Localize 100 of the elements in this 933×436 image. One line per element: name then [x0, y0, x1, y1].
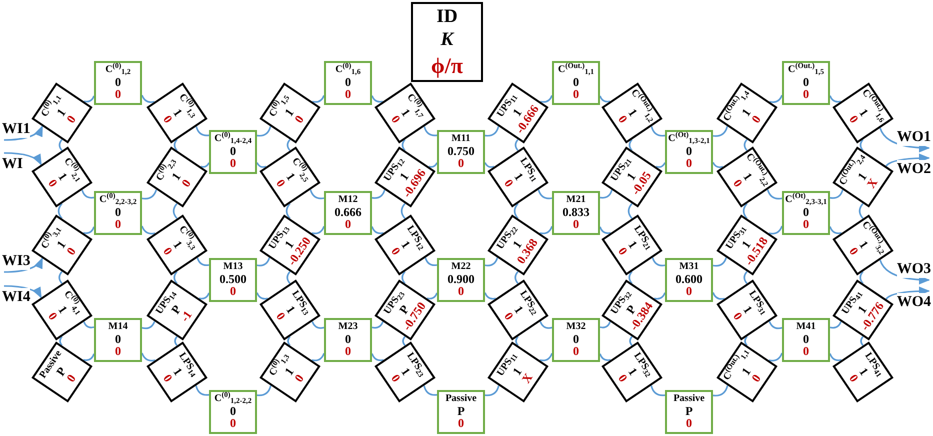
setting-value: 0 — [803, 206, 809, 218]
coupling-arc — [312, 352, 325, 362]
coupling-arc — [312, 321, 324, 329]
coupling-arc — [860, 271, 864, 284]
coupling-arc — [402, 139, 406, 151]
setting-value: 1 — [855, 170, 870, 182]
coupling-arc — [195, 385, 210, 396]
coupling-arc — [712, 292, 725, 300]
phase-value: 0 — [458, 285, 464, 298]
mode-box — [782, 318, 830, 362]
coupling-arc — [514, 203, 519, 219]
phase-value: 0 — [686, 157, 692, 170]
arrow — [4, 125, 44, 141]
coupling-arc — [287, 336, 291, 346]
phase-value: 0 — [64, 372, 78, 384]
coupling-arc — [424, 258, 438, 266]
setting-value: P — [396, 302, 412, 316]
component-label: M21 — [566, 195, 586, 206]
phase-value: 0 — [115, 345, 121, 358]
setting-value: 1 — [510, 365, 524, 378]
mode-box — [94, 191, 142, 235]
arrow — [879, 260, 930, 284]
coupling-arc — [172, 203, 178, 219]
coupling-arc — [540, 226, 553, 234]
phase-value: 0 — [686, 285, 692, 298]
coupling-arc — [540, 352, 553, 362]
key-label: ϕ/π — [431, 52, 463, 80]
coupling-arc — [59, 336, 63, 346]
coupling-arc — [858, 203, 864, 219]
arrow — [879, 128, 930, 152]
mode-box — [209, 390, 257, 434]
mode-box — [437, 130, 485, 174]
setting-value: 0.666 — [334, 206, 362, 218]
arrow — [4, 152, 42, 166]
setting-value: 0 — [345, 332, 351, 346]
phase-value: 0 — [803, 345, 809, 358]
phase-value: 0 — [230, 157, 236, 170]
coupling-arc — [514, 271, 519, 284]
coupling-arc — [629, 336, 633, 346]
coupling-arc — [628, 139, 633, 151]
component-label: M12 — [338, 195, 358, 206]
coupling-arc — [58, 271, 63, 284]
coupling-arc — [744, 139, 748, 151]
mode-box — [437, 390, 485, 434]
coupling-arc — [515, 336, 519, 346]
edge-label: WI3 — [2, 252, 30, 270]
mode-box — [665, 390, 713, 434]
phase-value: 0 — [803, 88, 809, 101]
key-label: ID — [436, 4, 458, 28]
mode-box — [209, 130, 257, 174]
edge-label: WI1 — [2, 120, 30, 138]
coupling-arc — [174, 139, 178, 151]
phase-value: 0 — [115, 88, 121, 101]
coupling-arc — [628, 203, 633, 219]
phase-value: 0 — [573, 345, 579, 358]
mode-box — [209, 258, 257, 302]
arrow — [886, 154, 930, 167]
mode-box — [437, 258, 485, 302]
mode-box — [94, 61, 142, 105]
coupling-arc — [312, 95, 325, 103]
phase-value: 0 — [803, 218, 809, 231]
arrow — [886, 286, 930, 300]
component-label: M31 — [679, 262, 699, 273]
setting-value: 0 — [803, 76, 809, 88]
coupling-arc — [538, 189, 552, 200]
key-label: K — [440, 28, 454, 52]
arrow — [4, 257, 44, 273]
coupling-arc — [196, 126, 210, 136]
component-label: M14 — [108, 322, 128, 333]
coupling-arc — [423, 385, 438, 396]
setting-value: 0.600 — [676, 272, 702, 286]
component-label: M32 — [566, 322, 586, 333]
coupling-arc — [712, 257, 727, 267]
setting-value: 0.900 — [448, 272, 474, 286]
mode-box — [665, 258, 713, 302]
coupling-arc — [402, 336, 406, 346]
mode-box — [782, 191, 830, 235]
coupling-arc — [766, 189, 782, 200]
component-label: M41 — [796, 322, 816, 333]
coupling-arc — [712, 162, 724, 168]
mode-box — [552, 191, 600, 235]
coupling-arc — [768, 321, 782, 330]
mode-box — [324, 318, 372, 362]
coupling-arc — [402, 271, 406, 284]
phase-value: 0 — [230, 285, 236, 298]
phase-value: 0 — [458, 157, 464, 170]
coupling-arc — [424, 126, 438, 136]
coupling-arc — [540, 95, 553, 103]
component-label: Passive — [445, 394, 477, 405]
setting-value: 0 — [573, 332, 579, 346]
coupling-arc — [141, 94, 155, 103]
coupling-arc — [744, 336, 748, 346]
setting-value: P — [685, 404, 693, 418]
coupling-arc — [514, 139, 519, 151]
setting-value: 0 — [230, 404, 236, 418]
coupling-arc — [400, 203, 406, 219]
coupling-arc — [310, 189, 324, 200]
coupling-arc — [58, 139, 63, 151]
mode-box — [782, 61, 830, 105]
coupling-arc — [712, 385, 728, 396]
